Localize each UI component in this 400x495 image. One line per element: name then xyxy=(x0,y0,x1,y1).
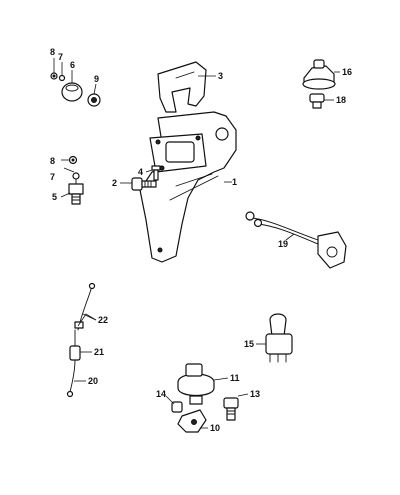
part-8-nut-upper xyxy=(50,72,58,80)
callout-11: 11 xyxy=(230,373,240,383)
part-18-adapter xyxy=(309,93,325,109)
part-8-nut-lower xyxy=(68,155,78,165)
part-10-elbow-fitting xyxy=(177,409,207,433)
part-1-mounting-bracket xyxy=(139,111,237,263)
part-5-sender xyxy=(68,179,84,205)
callout-5: 5 xyxy=(52,192,57,202)
callout-13: 13 xyxy=(250,389,260,399)
part-14-plug xyxy=(171,401,183,413)
part-3-clip xyxy=(157,61,207,113)
callout-6: 6 xyxy=(70,60,75,70)
part-13-adapter-fitting xyxy=(223,397,239,421)
callout-1: 1 xyxy=(232,177,237,187)
callout-8-upper: 8 xyxy=(50,47,55,57)
part-11-pressure-switch xyxy=(177,363,215,405)
part-15-switch xyxy=(265,313,293,363)
part-22-wire-lead xyxy=(74,282,96,331)
callout-4: 4 xyxy=(138,167,143,177)
part-20-wire-lead xyxy=(66,359,76,398)
part-7-washer-upper xyxy=(58,74,66,82)
callout-15: 15 xyxy=(244,339,254,349)
part-6-sensor-cap xyxy=(61,82,83,102)
part-2-bolt xyxy=(131,177,157,191)
callout-20: 20 xyxy=(88,376,98,386)
callout-22: 22 xyxy=(98,315,108,325)
callout-16: 16 xyxy=(342,67,352,77)
callout-7-lower: 7 xyxy=(50,172,55,182)
callout-9: 9 xyxy=(94,74,99,84)
callout-labels: 1 2 3 4 5 6 7 7 8 8 9 10 11 13 14 15 16 … xyxy=(50,47,352,433)
callout-10: 10 xyxy=(210,423,220,433)
callout-8-lower: 8 xyxy=(50,156,55,166)
callout-19: 19 xyxy=(278,239,288,249)
callout-14: 14 xyxy=(156,389,166,399)
leader-lines xyxy=(53,58,340,429)
callout-18: 18 xyxy=(336,95,346,105)
part-16-sender-switch xyxy=(302,59,336,90)
part-19-wire-harness xyxy=(245,211,347,269)
callout-2: 2 xyxy=(112,178,117,188)
part-4-screw xyxy=(151,165,161,181)
part-21-connector xyxy=(69,329,81,361)
callout-3: 3 xyxy=(218,71,223,81)
callout-7-upper: 7 xyxy=(58,52,63,62)
part-7-washer-lower xyxy=(72,172,80,180)
part-9-fitting xyxy=(87,93,101,107)
callout-21: 21 xyxy=(94,347,104,357)
